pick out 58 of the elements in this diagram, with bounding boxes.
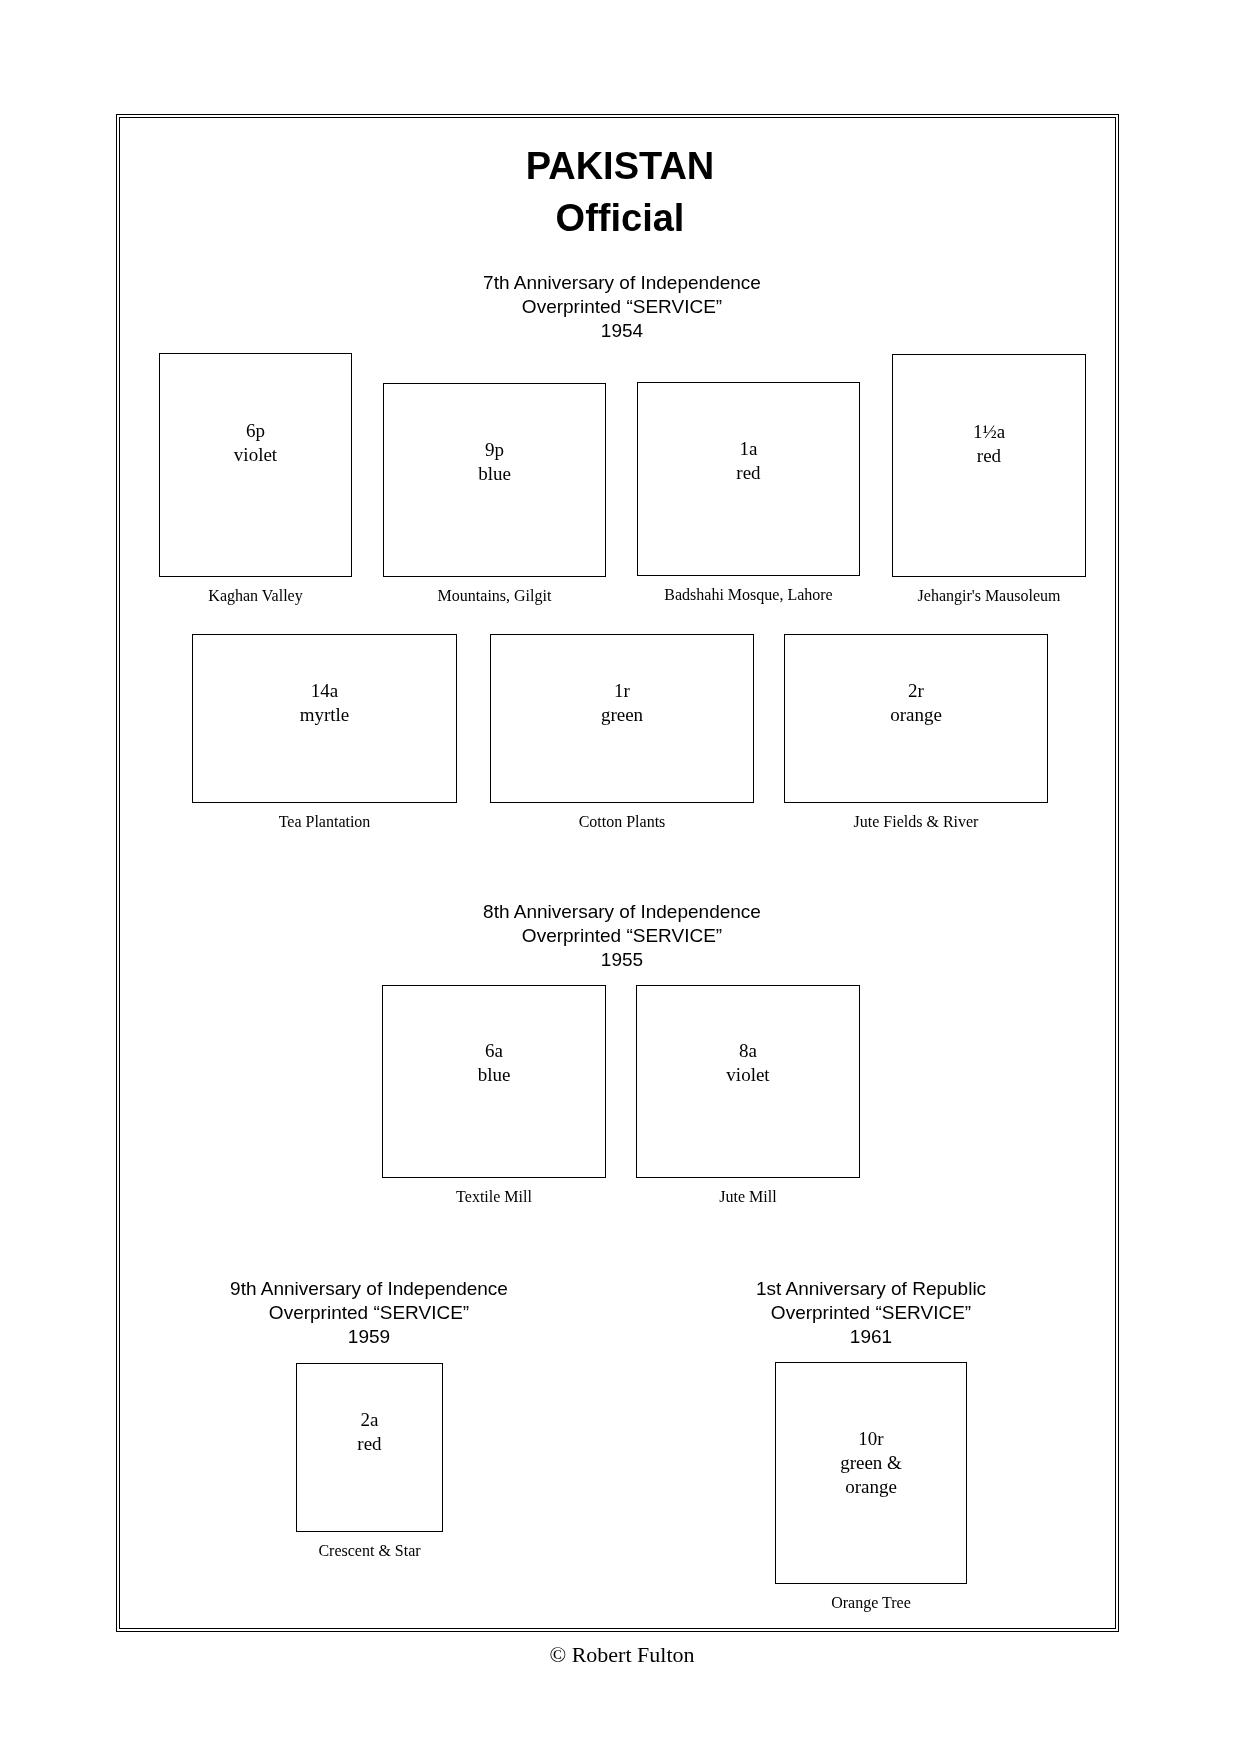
section-heading: 9th Anniversary of Independence: [230, 1277, 508, 1301]
color-text: red: [736, 461, 761, 485]
denomination-text: 1½a: [972, 420, 1006, 444]
section-heading: 8th Anniversary of Independence: [483, 900, 761, 924]
section-heading: 1954: [600, 319, 644, 343]
stamp-box: [892, 354, 1086, 577]
color-text: violet: [233, 443, 278, 467]
color-text: orange: [890, 703, 942, 727]
color-text: blue: [478, 462, 511, 486]
stamp-caption: Jute Fields & River: [853, 813, 979, 831]
color-text: violet: [726, 1063, 770, 1087]
denomination-text: 6p: [246, 419, 265, 443]
stamp-box: [775, 1362, 967, 1584]
color-text: green & orange: [839, 1451, 903, 1499]
stamp-caption: Mountains, Gilgit: [437, 587, 552, 605]
copyright-note: © Robert Fulton: [549, 1642, 695, 1668]
stamp-box: [296, 1363, 443, 1532]
stamp-box: [637, 382, 860, 576]
stamp-box: [490, 634, 754, 803]
denomination-text: 2r: [908, 679, 924, 703]
stamp-caption: Kaghan Valley: [208, 587, 303, 605]
stamp-caption: Jehangir's Mausoleum: [917, 587, 1061, 605]
denomination-text: 9p: [485, 438, 504, 462]
color-text: red: [357, 1432, 382, 1456]
stamp-box: [784, 634, 1048, 803]
color-text: green: [600, 703, 644, 727]
section-heading: 1959: [347, 1325, 391, 1349]
stamp-box: [636, 985, 860, 1178]
denomination-text: 10r: [858, 1427, 884, 1451]
stamp-caption: Jute Mill: [719, 1188, 777, 1206]
page-title: PAKISTAN Official: [525, 144, 715, 241]
stamp-caption: Textile Mill: [456, 1188, 532, 1206]
section-heading: 1961: [849, 1325, 893, 1349]
denomination-text: 6a: [485, 1039, 503, 1063]
section-heading: Overprinted “SERVICE”: [521, 924, 723, 948]
denomination-text: 14a: [310, 679, 339, 703]
section-heading: Overprinted “SERVICE”: [521, 295, 723, 319]
section-heading: 7th Anniversary of Independence: [483, 271, 761, 295]
stamp-box: [159, 353, 352, 577]
stamp-box: [192, 634, 457, 803]
stamp-caption: Tea Plantation: [278, 813, 371, 831]
color-text: myrtle: [299, 703, 350, 727]
section-heading: 1955: [600, 948, 644, 972]
denomination-text: 1r: [614, 679, 630, 703]
stamp-box: [382, 985, 606, 1178]
denomination-text: 1a: [739, 437, 758, 461]
stamp-caption: Badshahi Mosque, Lahore: [664, 586, 833, 604]
section-heading: Overprinted “SERVICE”: [770, 1301, 972, 1325]
section-heading: Overprinted “SERVICE”: [268, 1301, 470, 1325]
color-text: blue: [477, 1063, 511, 1087]
stamp-caption: Orange Tree: [831, 1594, 911, 1612]
color-text: red: [976, 444, 1002, 468]
denomination-text: 2a: [360, 1408, 379, 1432]
stamp-caption: Cotton Plants: [578, 813, 666, 831]
section-heading: 1st Anniversary of Republic: [755, 1277, 987, 1301]
denomination-text: 8a: [739, 1039, 757, 1063]
stamp-box: [383, 383, 606, 577]
stamp-caption: Crescent & Star: [318, 1542, 421, 1560]
